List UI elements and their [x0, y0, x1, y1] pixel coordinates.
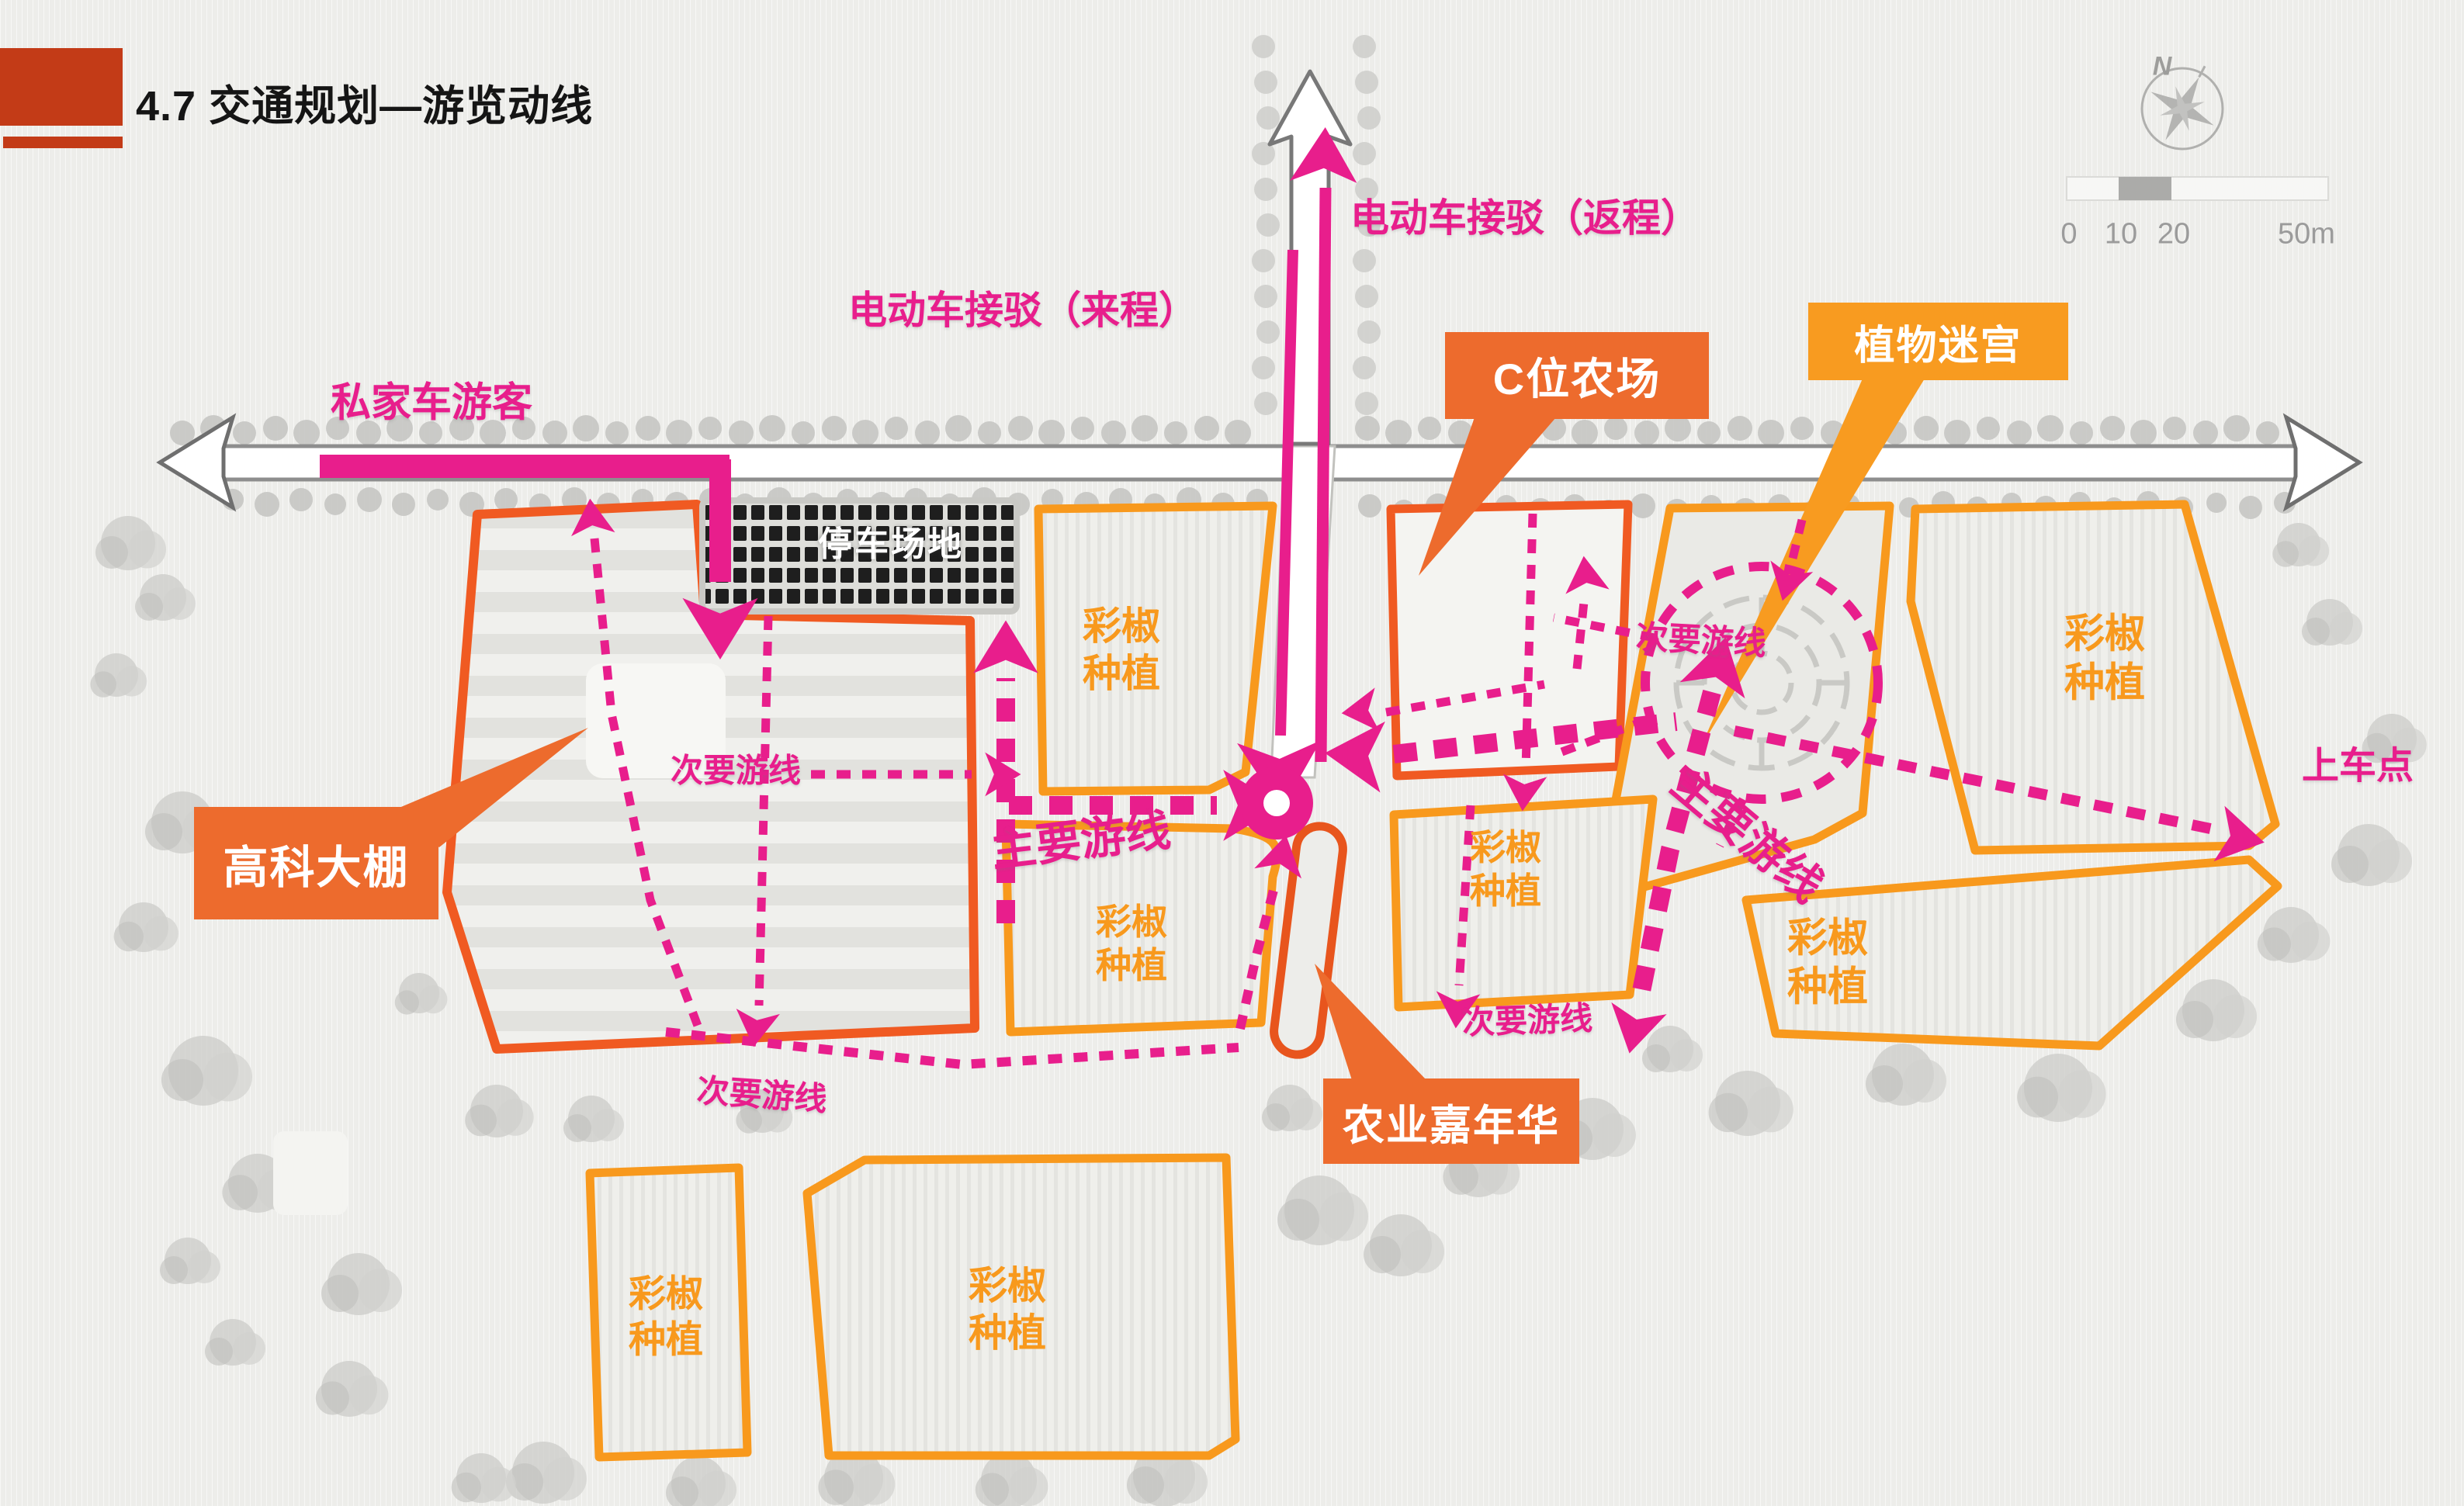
- crop-line1: 彩椒: [2064, 611, 2146, 657]
- crop-line2: 种植: [1786, 965, 1869, 1010]
- label-pepper-top-right: 彩椒 种植: [2064, 611, 2145, 709]
- parcel-pepper-bottom-large: [802, 1153, 1240, 1460]
- label-pepper-bottom-small: 彩椒 种植: [629, 1272, 703, 1362]
- crop-line2: 种植: [1083, 652, 1160, 695]
- label-parking: 停车场地: [818, 525, 964, 563]
- scale-bar: [2066, 176, 2329, 201]
- roundabout: [1240, 767, 1313, 840]
- scale-tick-0: 0: [2060, 217, 2078, 251]
- callout-tails: [386, 379, 1925, 1080]
- label-pepper-bottom-large: 彩椒 种植: [969, 1262, 1046, 1357]
- scale-tick-10: 10: [2104, 217, 2138, 251]
- title-red-block: [0, 48, 123, 126]
- road-arrow-west: [156, 413, 237, 512]
- label-secondary-route-greenhouse: 次要游线: [670, 752, 802, 789]
- scale-tick-50m: 50m: [2278, 217, 2335, 251]
- parcel-c-farm: [1386, 500, 1633, 781]
- compass-north-label: N: [2152, 51, 2172, 81]
- crop-line1: 彩椒: [1786, 916, 1869, 961]
- crop-line1: 彩椒: [969, 1264, 1046, 1307]
- callout-plant-maze: 植物迷宫: [1808, 303, 2068, 380]
- crop-line1: 彩椒: [1096, 901, 1167, 942]
- parcel-pepper-mid-right: [1389, 795, 1658, 1012]
- compass-icon: [2140, 65, 2224, 151]
- crop-line2: 种植: [628, 1319, 704, 1360]
- label-shuttle-return: 电动车接驳（返程）: [1350, 196, 1700, 240]
- crop-line2: 种植: [969, 1311, 1046, 1355]
- parcel-pepper-bottom-small: [585, 1163, 752, 1462]
- label-secondary-route-mid: 次要游线: [1461, 999, 1593, 1041]
- maze-loop-route: [1641, 562, 1883, 804]
- shuttle-arrival-line: [1275, 249, 1298, 736]
- north-road-arrow: [1267, 69, 1353, 446]
- label-shuttle-arrival: 电动车接驳（来程）: [848, 289, 1197, 332]
- label-pepper-mid-left: 彩椒 种植: [1096, 900, 1167, 987]
- label-boarding-point: 上车点: [2301, 746, 2414, 787]
- title-red-bar: [3, 137, 123, 148]
- label-secondary-route-south: 次要游线: [695, 1072, 829, 1118]
- parcels: [442, 500, 2282, 1462]
- label-pepper-mid-right: 彩椒 种植: [1470, 826, 1541, 912]
- label-pepper-bottom-right: 彩椒 种植: [1787, 915, 1868, 1013]
- shuttle-return-line: [1315, 187, 1332, 763]
- callout-hi-tech-greenhouse: 高科大棚: [194, 807, 438, 919]
- dashed-routes: [590, 513, 2220, 1070]
- label-private-car: 私家车游客: [330, 380, 533, 426]
- road-arrow-east: [2282, 413, 2363, 512]
- small-building: [273, 1131, 348, 1215]
- label-secondary-route-maze: 次要游线: [1634, 618, 1767, 662]
- parcel-pepper-bottom-right: [1741, 855, 2282, 1051]
- parking-lot: [699, 497, 1020, 615]
- crop-line1: 彩椒: [628, 1273, 704, 1315]
- parcel-pepper-top-center: [1034, 501, 1277, 796]
- label-pepper-top-center: 彩椒 种植: [1083, 603, 1160, 698]
- scale-tick-20: 20: [2157, 217, 2191, 251]
- solid-routes: [320, 187, 1332, 763]
- parcel-agri-carnival-strip: [1270, 822, 1347, 1059]
- callout-c-farm: C位农场: [1445, 332, 1709, 419]
- crop-line2: 种植: [2064, 661, 2146, 706]
- crop-line1: 彩椒: [1470, 826, 1541, 867]
- crop-line2: 种植: [1096, 945, 1167, 985]
- crop-line2: 种植: [1470, 871, 1541, 911]
- crop-line1: 彩椒: [1083, 604, 1160, 648]
- page-title: 4.7 交通规划—游览动线: [136, 83, 594, 130]
- callout-agri-carnival: 农业嘉年华: [1323, 1078, 1579, 1164]
